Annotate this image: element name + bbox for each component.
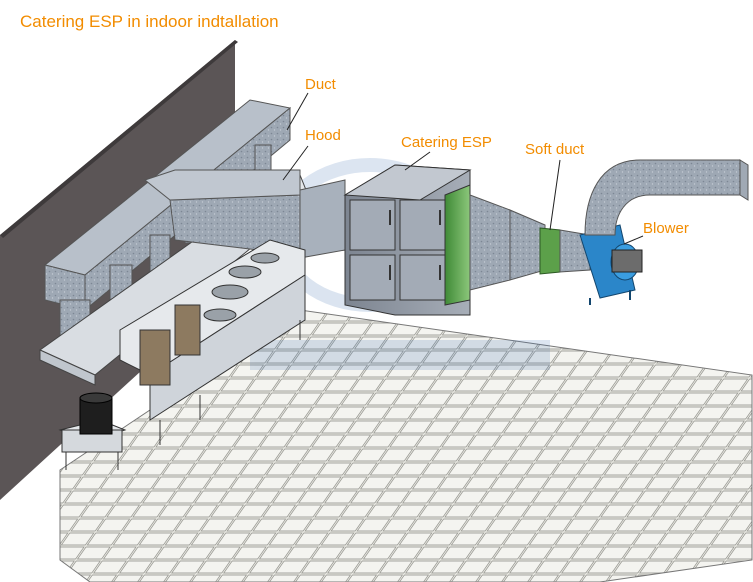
main-duct xyxy=(143,169,346,259)
cooking-range xyxy=(119,239,306,445)
discharge-duct xyxy=(584,159,749,236)
label-hood: Hood xyxy=(305,127,341,144)
label-soft-duct: Soft duct xyxy=(525,141,585,158)
label-duct: Duct xyxy=(305,76,336,93)
outlet-duct xyxy=(469,194,546,291)
leader-lines xyxy=(282,92,644,245)
label-blower: Blower xyxy=(643,220,689,237)
catering-esp-unit xyxy=(343,164,472,316)
diagram-title: Catering ESP in indoor indtallation xyxy=(20,12,279,31)
blower-fan xyxy=(579,224,643,305)
label-catering-esp: Catering ESP xyxy=(401,134,492,151)
tiled-floor xyxy=(59,309,753,582)
soft-duct xyxy=(539,227,561,275)
stock-pot-stand xyxy=(58,392,127,470)
